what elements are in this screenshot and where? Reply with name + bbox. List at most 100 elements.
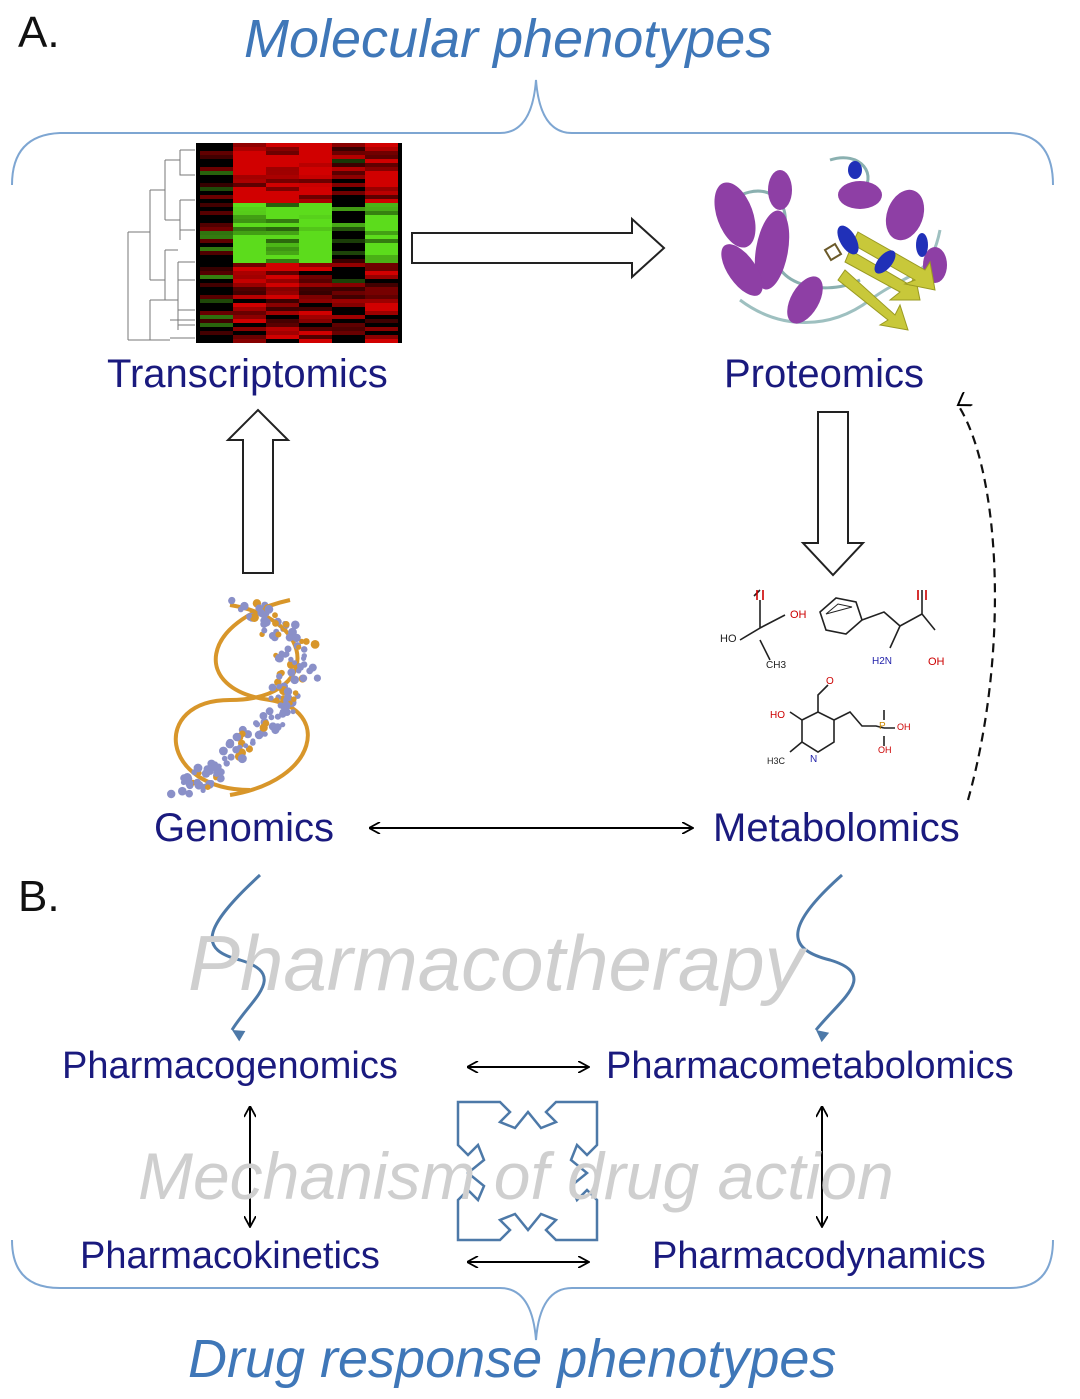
heatmap-cell — [266, 163, 299, 167]
heatmap-cell — [332, 171, 365, 175]
heatmap-cell — [365, 215, 398, 219]
dna-atom — [193, 763, 203, 773]
heatmap-cell — [365, 327, 398, 331]
heatmap-cell — [266, 323, 299, 327]
heatmap-cell — [200, 235, 233, 239]
heatmap-cell — [365, 239, 398, 243]
pharmacokinetics-label: Pharmacokinetics — [80, 1235, 380, 1277]
heatmap-cell — [233, 199, 266, 203]
heatmap-cell — [266, 243, 299, 247]
heatmap-cell — [233, 327, 266, 331]
heatmap-cell — [233, 187, 266, 191]
heatmap-cell — [266, 147, 299, 151]
heatmap-cell — [233, 175, 266, 179]
heatmap-cell — [365, 335, 398, 339]
heatmap-cell — [233, 203, 266, 207]
atom-label: CH3 — [766, 660, 787, 671]
heatmap-cell — [299, 259, 332, 263]
atom-label: OH — [928, 656, 945, 668]
dna-atom — [291, 630, 297, 637]
heatmap-cell — [299, 231, 332, 235]
dna-atom — [272, 620, 279, 627]
dna-atom — [279, 708, 285, 715]
heatmap-cell — [299, 219, 332, 223]
heatmap-cell — [299, 183, 332, 187]
heatmap-cell — [299, 319, 332, 323]
heatmap-cell — [233, 215, 266, 219]
heatmap-cell — [200, 319, 233, 323]
mechanism-watermark: Mechanism of drug action — [138, 1139, 894, 1213]
dna-atom — [232, 732, 242, 742]
heatmap-cell — [365, 231, 398, 235]
heatmap-cell — [200, 267, 233, 271]
heatmap-cell — [233, 211, 266, 215]
heatmap-cell — [233, 195, 266, 199]
dna-atom — [262, 720, 270, 727]
heatmap-cell — [332, 207, 365, 211]
heatmap-cell — [233, 231, 266, 235]
heatmap-cell — [266, 195, 299, 199]
heatmap-cell — [266, 299, 299, 303]
pharmacodynamics-label: Pharmacodynamics — [652, 1235, 986, 1277]
heatmap-cell — [332, 147, 365, 151]
heatmap-cell — [365, 203, 398, 207]
heatmap-cell — [299, 267, 332, 271]
dna-atom — [259, 712, 268, 720]
heatmap-cell — [365, 211, 398, 215]
dna-atom — [265, 707, 274, 716]
heatmap-cell — [365, 295, 398, 299]
heatmap-cell — [266, 227, 299, 231]
heatmap-cell — [266, 263, 299, 267]
heatmap-cell — [200, 275, 233, 279]
dna-atom — [276, 683, 282, 690]
drug-response-phenotypes-title: Drug response phenotypes — [188, 1329, 837, 1389]
dna-atom — [264, 604, 274, 614]
dna-atom — [308, 663, 317, 672]
heatmap-cell — [266, 327, 299, 331]
heatmap-cell — [233, 227, 266, 231]
dna-atom — [283, 621, 290, 628]
heatmap-cell — [200, 227, 233, 231]
heatmap-cell — [365, 251, 398, 255]
heatmap-cell — [266, 167, 299, 171]
heatmap-cell — [200, 283, 233, 287]
heatmap-cell — [299, 251, 332, 255]
dna-atom — [299, 674, 308, 683]
heatmap-cell — [332, 183, 365, 187]
dna-atom — [193, 778, 201, 787]
heatmap-cell — [365, 247, 398, 251]
heatmap-cell — [299, 155, 332, 159]
heatmap-cell — [266, 207, 299, 211]
heatmap-cell — [233, 267, 266, 271]
dna-atom — [180, 779, 187, 786]
heatmap-cell — [200, 239, 233, 243]
heatmap-cell — [332, 227, 365, 231]
heatmap-cell — [365, 319, 398, 323]
dna-atom — [260, 620, 268, 628]
dna-atom — [280, 704, 286, 711]
heatmap-cell — [332, 263, 365, 267]
heatmap-cell — [266, 151, 299, 155]
heatmap-cell — [332, 295, 365, 299]
heatmap-cell — [266, 143, 299, 147]
heatmap-cell — [332, 167, 365, 171]
heatmap-cell — [299, 295, 332, 299]
pharmacogenomics-label: Pharmacogenomics — [62, 1045, 398, 1087]
dna-atom — [272, 612, 278, 619]
heatmap-cell — [365, 271, 398, 275]
heatmap-cell — [233, 279, 266, 283]
heatmap-cell — [332, 159, 365, 163]
heatmap-cell — [365, 299, 398, 303]
dna-atom — [275, 631, 282, 638]
dna-atom — [237, 606, 244, 613]
heatmap-cell — [365, 259, 398, 263]
heatmap-cell — [233, 151, 266, 155]
metabolite-structures — [739, 589, 936, 753]
hollow-arrow-down — [800, 411, 866, 577]
heatmap-cell — [233, 339, 266, 343]
atom-label: HO — [720, 633, 737, 645]
heatmap-cell — [299, 187, 332, 191]
dna-atom — [284, 693, 291, 700]
heatmap-cell — [200, 183, 233, 187]
heatmap-cell — [332, 323, 365, 327]
